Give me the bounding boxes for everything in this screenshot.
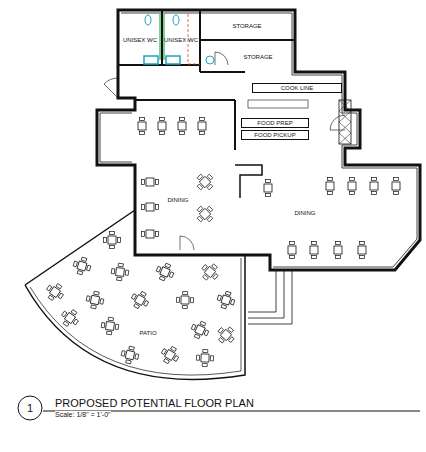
kitchen-box: FOOD PREP xyxy=(241,118,309,128)
node-text: COOK LINE xyxy=(281,85,314,91)
table xyxy=(158,343,181,366)
table xyxy=(189,319,211,341)
room-label: STORAGE xyxy=(240,52,275,62)
table xyxy=(142,230,159,238)
patio-wall-inner xyxy=(30,258,241,375)
counter xyxy=(235,165,262,198)
node-text: STORAGE xyxy=(232,23,261,29)
interior-wall xyxy=(118,10,295,150)
room-label: DINING xyxy=(168,197,189,203)
ramp xyxy=(248,270,292,324)
table xyxy=(101,317,120,336)
table xyxy=(142,178,159,186)
callout-number: 1 xyxy=(19,397,41,419)
node-text: 1 xyxy=(27,403,33,414)
table xyxy=(71,255,92,276)
table xyxy=(334,242,342,259)
table xyxy=(310,242,318,259)
table xyxy=(215,289,236,310)
table xyxy=(128,288,151,311)
table xyxy=(288,242,296,259)
table xyxy=(178,118,186,135)
node-text: UNISEX WC xyxy=(123,37,157,43)
node-text: STORAGE xyxy=(243,54,272,60)
node-text: FOOD PICKUP xyxy=(254,132,295,138)
table xyxy=(138,118,146,135)
table xyxy=(370,178,378,195)
room-label: DINING xyxy=(295,210,316,216)
table xyxy=(158,118,166,135)
table xyxy=(198,260,222,284)
table xyxy=(58,306,82,330)
table xyxy=(120,345,140,365)
room-label: UNISEX WC xyxy=(120,35,160,45)
table xyxy=(214,323,238,347)
table xyxy=(142,203,159,211)
table xyxy=(111,263,130,282)
table xyxy=(193,202,217,226)
table xyxy=(198,118,206,135)
table xyxy=(85,290,105,310)
equipment-cross xyxy=(339,100,351,144)
door-swing xyxy=(104,52,345,250)
table xyxy=(104,232,121,249)
node-text: FOOD PREP xyxy=(257,120,292,126)
room-label: STORAGE xyxy=(229,21,264,31)
patio-wall xyxy=(25,210,245,379)
table xyxy=(348,178,356,195)
kitchen-box: COOK LINE xyxy=(252,83,342,93)
table xyxy=(264,180,272,197)
table xyxy=(154,261,176,283)
table xyxy=(196,349,214,367)
node-text: UNISEX WC xyxy=(164,37,198,43)
table xyxy=(193,170,217,194)
furniture xyxy=(43,118,400,367)
counter-box xyxy=(248,100,308,108)
table xyxy=(326,178,334,195)
table xyxy=(358,242,366,259)
drawing-title: PROPOSED POTENTIAL FLOOR PLAN xyxy=(55,397,254,409)
table xyxy=(43,280,67,304)
title-rule xyxy=(18,396,420,420)
exterior-wall-inner xyxy=(121,13,417,267)
table xyxy=(392,178,400,195)
room-label: UNISEX WC xyxy=(161,35,201,45)
room-label: PATIO xyxy=(139,330,156,336)
exterior-wall xyxy=(97,10,420,270)
table xyxy=(176,291,193,308)
bay-window xyxy=(100,113,132,162)
kitchen-box: FOOD PICKUP xyxy=(241,130,309,140)
equipment xyxy=(339,100,351,144)
scale-note: Scale: 1/8" = 1'-0" xyxy=(55,411,111,418)
